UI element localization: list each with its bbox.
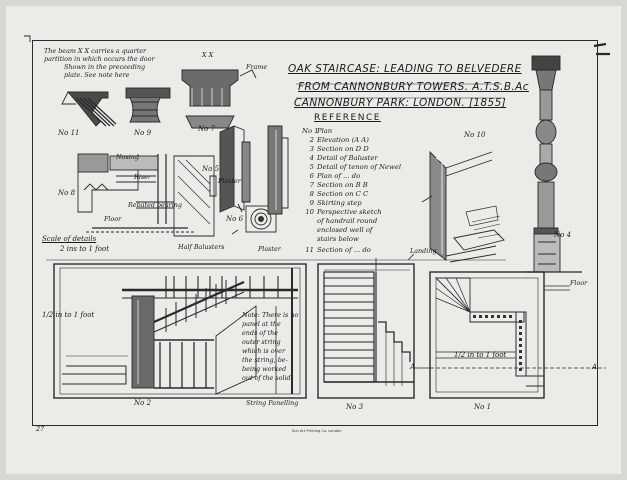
label-section-a: A bbox=[410, 363, 416, 371]
label-scale-details-2: 2 ins to 1 foot bbox=[60, 245, 110, 253]
stair-note-line5: which is over bbox=[242, 347, 286, 355]
reference-heading: REFERENCE bbox=[314, 113, 381, 123]
label-no4: No 4 bbox=[554, 231, 572, 239]
label-plaster-2: Plaster bbox=[258, 245, 281, 253]
label-no7: No 7 bbox=[198, 125, 216, 133]
plate-title-line1: OAK STAIRCASE: LEADING TO BELVEDERE bbox=[288, 63, 522, 75]
label-riser: Riser bbox=[134, 173, 151, 181]
printer-imprint: Sun Art Printing Co. London bbox=[292, 429, 342, 433]
label-no5: No 5 bbox=[202, 165, 220, 173]
figure-7-beam bbox=[181, 69, 257, 129]
corner-mark-top-left bbox=[24, 35, 31, 42]
label-bearing: Rebated bearing bbox=[128, 201, 182, 209]
reference-item: stairs below bbox=[317, 235, 359, 243]
figure-10-handrail bbox=[421, 150, 505, 263]
label-scale-right: 1/2 in to 1 foot bbox=[454, 351, 507, 359]
label-string-panelling: String Panelling bbox=[246, 399, 299, 407]
figure-9-moulding bbox=[125, 87, 171, 123]
label-plaster: Plaster bbox=[218, 177, 241, 185]
label-section-a-2: A bbox=[592, 363, 598, 371]
note-top-line4: plate. See note here bbox=[64, 71, 130, 79]
stair-note-line3: ends of the bbox=[242, 329, 279, 337]
stair-note-line8: out of the solid bbox=[242, 374, 291, 382]
label-no10: No 10 bbox=[464, 131, 486, 139]
figure-4-baluster bbox=[526, 55, 582, 273]
reference-item: enclosed well of bbox=[317, 226, 373, 234]
reference-item: of handrail round bbox=[317, 217, 378, 225]
note-top-line3: Shown in the preceeding bbox=[64, 63, 146, 71]
label-floor-2: Floor bbox=[570, 279, 588, 287]
label-half-balusters: Half Balusters bbox=[178, 243, 225, 251]
plate-border bbox=[32, 40, 598, 426]
plate-number: 27 bbox=[36, 425, 45, 433]
print-sheet: OAK STAIRCASE: LEADING TO BELVEDERE FROM… bbox=[6, 6, 621, 474]
figure-8-step-section bbox=[77, 153, 215, 237]
plate-title-line3: CANNONBURY PARK: LONDON. [1855] bbox=[294, 97, 507, 109]
stair-note-line6: the string, be- bbox=[242, 356, 288, 364]
stair-note-line2: panel at the bbox=[242, 320, 281, 328]
label-no1: No 1 bbox=[474, 403, 492, 411]
stair-note-line7: being worked bbox=[242, 365, 287, 373]
figure-2-elevation bbox=[53, 263, 307, 399]
note-top-line1: The beam X X carries a quarter bbox=[44, 47, 147, 55]
plate-title-line2: FROM CANNONBURY TOWERS. A.T.S.B.Ac bbox=[298, 81, 529, 93]
label-no2: No 2 bbox=[134, 399, 152, 407]
figure-3-section bbox=[317, 253, 415, 399]
label-no8: No 8 bbox=[58, 189, 76, 197]
label-landing: Landing bbox=[410, 247, 437, 255]
figure-5-tenon bbox=[209, 125, 251, 213]
figure-11-moulding bbox=[61, 91, 117, 127]
figure-1-plan bbox=[429, 271, 606, 399]
reference-item: No 1Plan bbox=[302, 127, 333, 135]
drawing-linework bbox=[24, 35, 610, 399]
corner-mark-top-right bbox=[593, 42, 610, 56]
figure-6-newel-plan bbox=[231, 203, 277, 235]
label-nosing: Nosing bbox=[116, 153, 139, 161]
label-no9: No 9 bbox=[134, 129, 152, 137]
figure-newel-post bbox=[267, 125, 289, 215]
label-scale-details: Scale of details bbox=[42, 235, 97, 243]
label-no11: No 11 bbox=[58, 129, 80, 137]
label-no3: No 3 bbox=[346, 403, 364, 411]
stair-note-line1: Note: There is no bbox=[242, 311, 299, 319]
label-floor: Floor bbox=[104, 215, 122, 223]
label-no6: No 6 bbox=[226, 215, 244, 223]
label-scale-left: 1/2 in to 1 foot bbox=[42, 311, 95, 319]
label-xx: X X bbox=[202, 51, 214, 59]
stair-note-line4: outer string bbox=[242, 338, 281, 346]
label-frame: Frame bbox=[246, 63, 268, 71]
note-top-line2: partition in which occurs the door bbox=[44, 55, 155, 63]
